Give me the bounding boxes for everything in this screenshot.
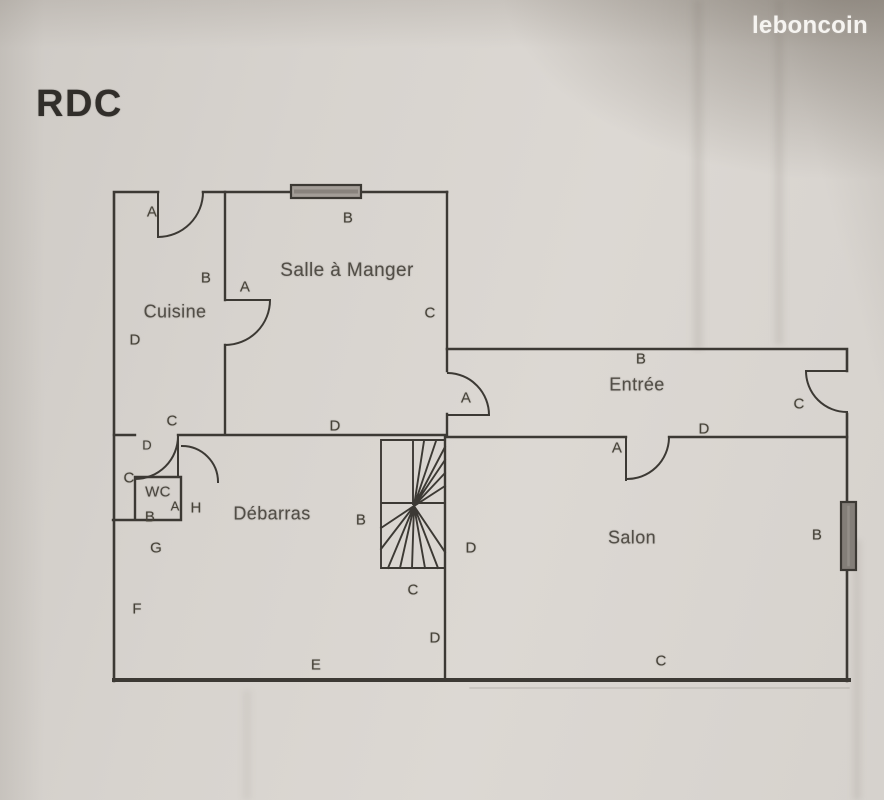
wall-label: D: [429, 629, 441, 647]
room-label-salle-a-manger: Salle à Manger: [280, 260, 414, 281]
floor-title: RDC: [36, 83, 123, 125]
window-right-icon: [839, 500, 858, 572]
wall-label: D: [465, 539, 477, 557]
wall-label: B: [635, 350, 647, 368]
wall-label: B: [355, 511, 367, 529]
wall-label: A: [239, 278, 251, 296]
wall-label: B: [200, 269, 212, 287]
wall-label: C: [407, 581, 419, 599]
door-swings: [133, 190, 849, 484]
room-label-salon: Salon: [607, 527, 657, 548]
wall-label: B: [342, 209, 354, 227]
wall-label: A: [460, 389, 472, 407]
wall-label: A: [611, 439, 623, 457]
wall-label: D: [698, 420, 710, 438]
wall-label: G: [150, 539, 162, 557]
interior-walls: [111, 190, 849, 682]
wall-label: D: [142, 437, 152, 453]
room-label-debarras: Débarras: [233, 503, 311, 524]
wall-label: D: [129, 331, 141, 349]
room-label-wc: WC: [145, 483, 171, 501]
wall-label: F: [132, 600, 142, 618]
wall-label: H: [190, 499, 202, 517]
room-label-entree: Entrée: [609, 374, 665, 395]
wall-label: B: [144, 508, 156, 526]
wall-label: C: [655, 652, 667, 670]
wall-label: D: [329, 417, 341, 435]
wall-label: C: [424, 304, 436, 322]
wall-label: A: [146, 203, 158, 221]
wall-label: C: [793, 395, 805, 413]
leboncoin-logo: leboncoin: [751, 12, 868, 39]
outer-walls: [112, 190, 849, 683]
wall-label: C: [123, 469, 135, 487]
wall-label: E: [310, 656, 322, 674]
staircase: [379, 439, 447, 570]
room-label-cuisine: Cuisine: [143, 301, 207, 322]
wall-label: C: [166, 412, 178, 430]
wall-label: A: [170, 498, 180, 514]
wall-label: B: [811, 526, 823, 544]
